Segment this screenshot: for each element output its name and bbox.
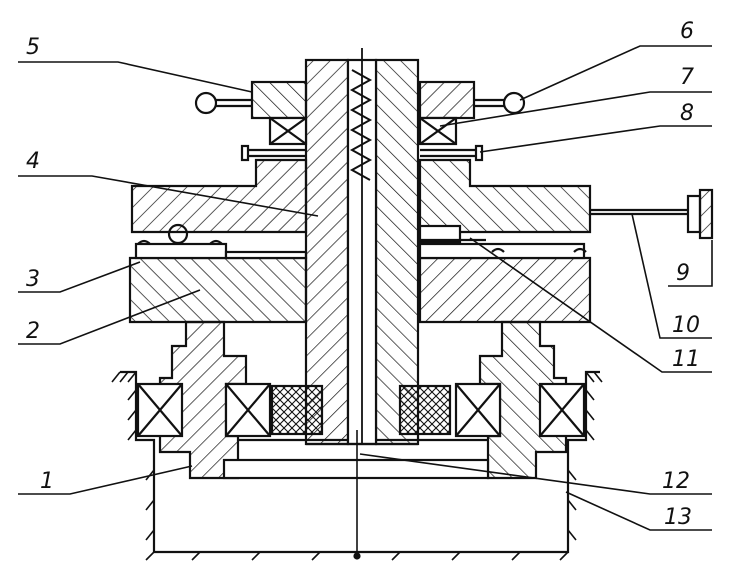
leader-7 xyxy=(439,91,712,127)
label-13: 13 xyxy=(664,505,692,530)
leader-lines xyxy=(18,45,713,531)
label-8: 8 xyxy=(680,101,694,126)
table-2 xyxy=(128,256,592,324)
screws-8 xyxy=(240,144,484,162)
label-1: 1 xyxy=(40,469,54,494)
leader-12 xyxy=(359,453,712,495)
small-bearings-7 xyxy=(268,116,458,146)
label-10: 10 xyxy=(672,313,700,338)
indicator-9 xyxy=(590,188,714,240)
clamp-blocks xyxy=(194,80,526,120)
label-5: 5 xyxy=(26,35,40,60)
label-7: 7 xyxy=(680,65,694,90)
base-column-1 xyxy=(158,320,568,480)
leader-5 xyxy=(18,61,253,93)
label-2: 2 xyxy=(26,319,40,344)
label-6: 6 xyxy=(680,19,694,44)
leader-4 xyxy=(18,175,319,217)
label-3: 3 xyxy=(26,267,40,292)
axis-point xyxy=(353,552,361,560)
leader-10 xyxy=(631,213,712,339)
leader-1 xyxy=(18,465,193,495)
leader-11 xyxy=(469,237,712,373)
leader-13 xyxy=(565,491,712,531)
upper-plate-4 xyxy=(130,158,592,234)
label-12: 12 xyxy=(662,469,690,494)
label-9: 9 xyxy=(676,261,690,286)
label-4: 4 xyxy=(26,149,40,174)
ring-3 xyxy=(134,223,587,260)
spindle xyxy=(304,48,420,446)
leader-8 xyxy=(479,125,712,153)
leader-2 xyxy=(18,289,201,345)
element-11 xyxy=(418,224,486,244)
leader-9 xyxy=(668,240,713,287)
leader-6 xyxy=(519,45,712,101)
label-11: 11 xyxy=(672,347,700,372)
leader-3 xyxy=(18,261,141,293)
